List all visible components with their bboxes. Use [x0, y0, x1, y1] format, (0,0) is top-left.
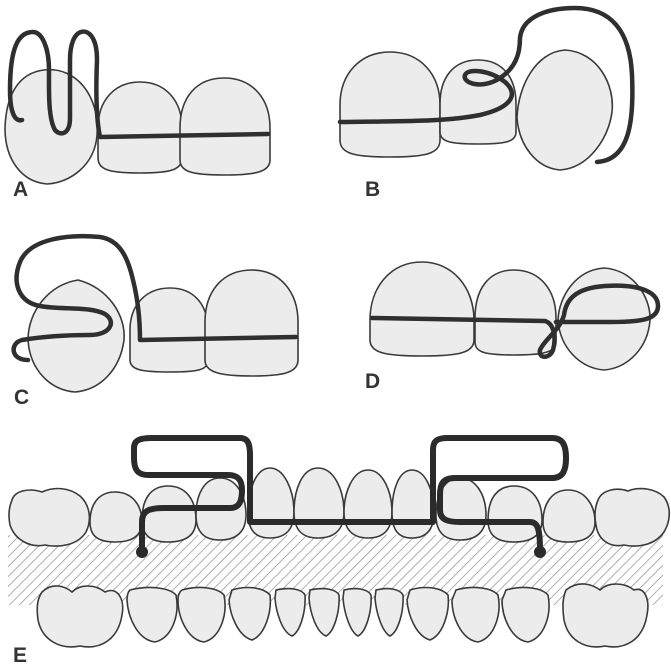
lower-incisor: [343, 589, 371, 636]
panel-label-c: C: [14, 386, 29, 409]
tooth: [180, 78, 270, 175]
lower-tooth: [178, 588, 225, 642]
upper-incisor: [294, 468, 344, 538]
tooth: [340, 52, 440, 157]
tooth: [205, 270, 298, 376]
lower-tooth: [452, 588, 499, 642]
lower-tooth: [229, 588, 270, 640]
upper-molar: [595, 489, 669, 547]
lower-incisor: [375, 589, 403, 636]
lower-molar: [563, 584, 648, 647]
lower-tooth: [502, 588, 549, 642]
upper-tooth: [248, 468, 294, 538]
upper-tooth: [488, 486, 542, 542]
wire-terminal: [136, 546, 148, 558]
panel-a: A: [5, 32, 270, 201]
tooth: [370, 262, 474, 356]
lower-tooth: [127, 588, 177, 642]
tooth: [517, 50, 612, 170]
tooth: [98, 82, 182, 173]
panel-label-b: B: [365, 178, 380, 201]
panel-label-d: D: [365, 370, 380, 393]
lower-incisor: [309, 589, 339, 636]
panel-d: D: [365, 262, 658, 393]
lower-incisor: [275, 589, 305, 636]
panel-e: E: [8, 438, 669, 667]
upper-tooth: [392, 470, 434, 538]
panel-c: C: [14, 236, 298, 409]
panel-label-e: E: [13, 644, 27, 667]
lower-molar: [37, 586, 122, 647]
upper-tooth: [543, 490, 595, 542]
wire-terminal: [534, 546, 546, 558]
lower-tooth: [407, 588, 448, 640]
panel-b: B: [340, 8, 632, 201]
upper-arch: [9, 468, 669, 546]
upper-molar: [9, 489, 89, 547]
upper-tooth: [90, 492, 142, 542]
upper-tooth: [142, 486, 196, 542]
upper-incisor: [344, 470, 392, 538]
panel-label-a: A: [13, 178, 28, 201]
